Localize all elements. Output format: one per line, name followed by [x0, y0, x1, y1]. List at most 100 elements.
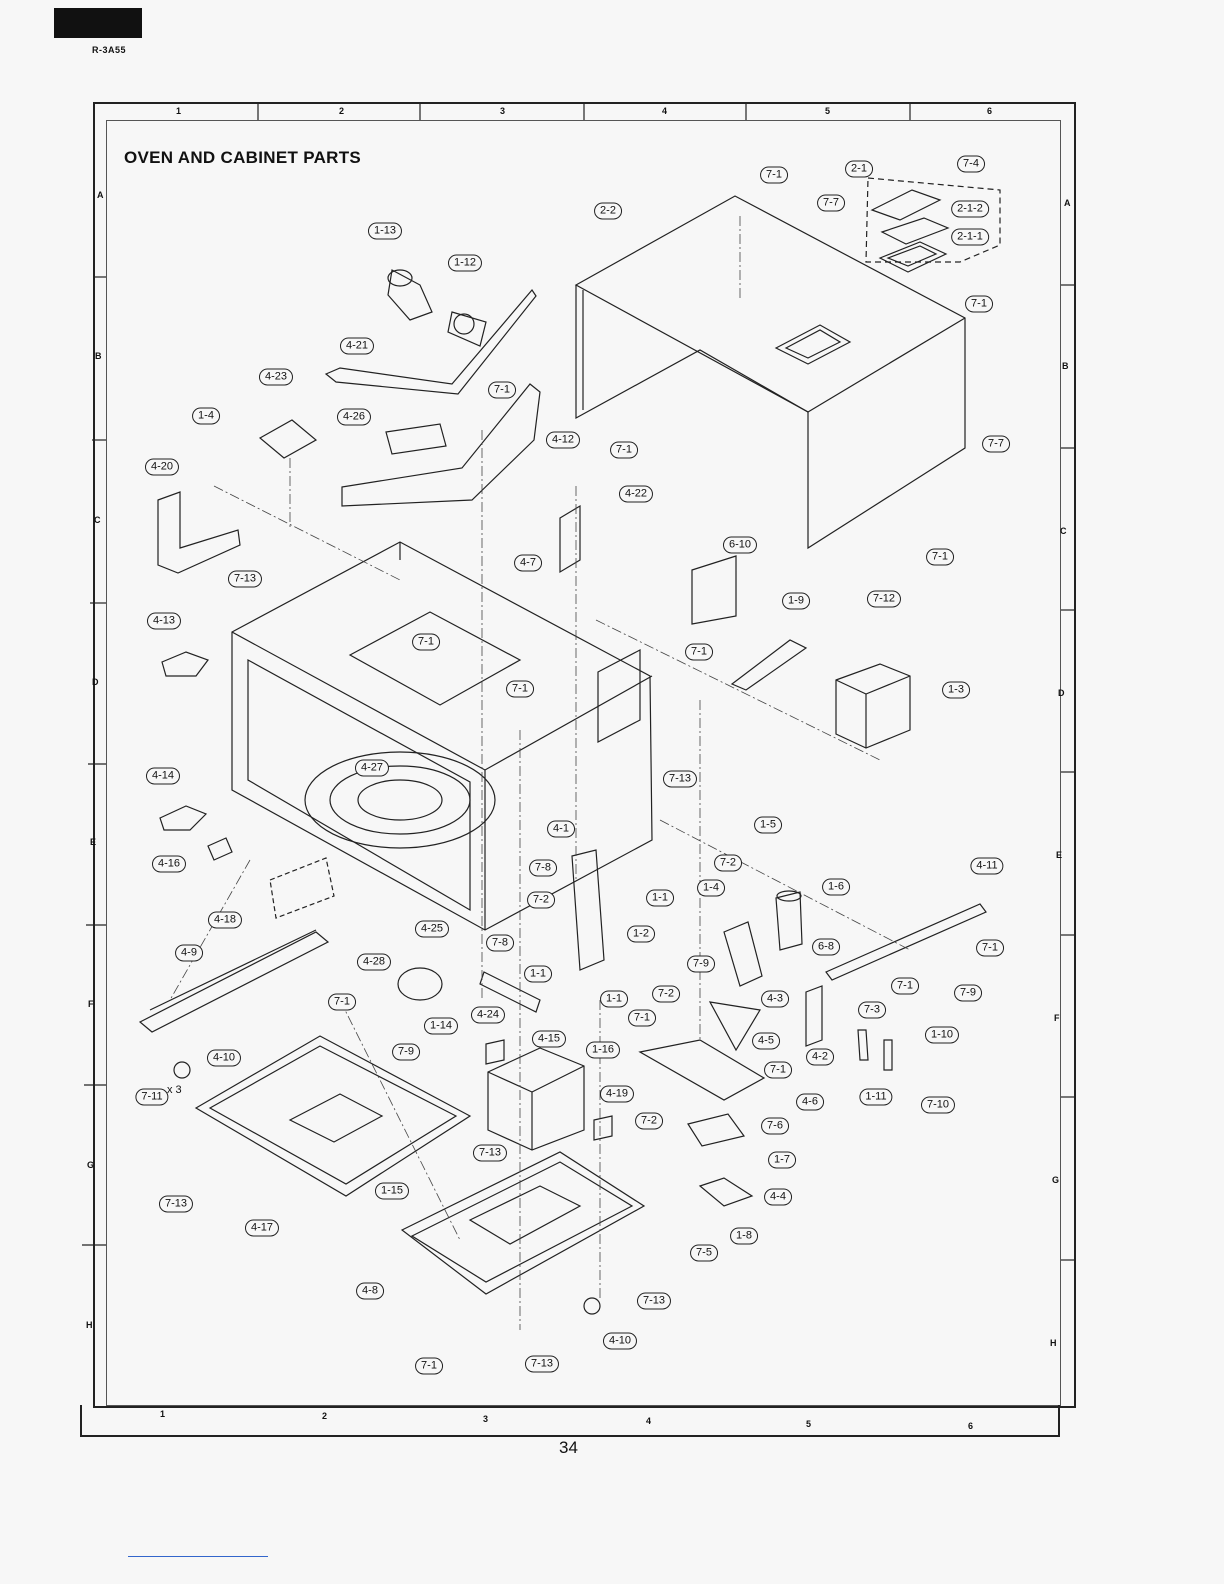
callout-1-10: 1-10 — [924, 1026, 960, 1044]
callout-7-2: 7-2 — [652, 985, 680, 1003]
footer-link-underline — [128, 1556, 268, 1557]
callout-4-22: 4-22 — [618, 485, 654, 503]
callout-2-1-1: 2-1-1 — [951, 228, 989, 246]
callout-1-15: 1-15 — [374, 1182, 410, 1200]
callout-4-10: 4-10 — [602, 1332, 638, 1350]
callout-4-21: 4-21 — [339, 337, 375, 355]
drawing-frame — [93, 102, 1076, 1408]
page-tab-marker — [54, 8, 142, 38]
callout-2-2: 2-2 — [594, 202, 622, 220]
grid-col-top-2: 2 — [339, 106, 345, 116]
callout-1-1: 1-1 — [600, 990, 628, 1008]
callout-7-8: 7-8 — [529, 859, 557, 877]
callout-7-8: 7-8 — [486, 934, 514, 952]
grid-row-left-f: F — [88, 999, 94, 1009]
callout-4-8: 4-8 — [356, 1282, 384, 1300]
callout-7-3: 7-3 — [858, 1001, 886, 1019]
grid-col-top-6: 6 — [987, 106, 993, 116]
grid-row-left-e: E — [90, 837, 97, 847]
callout-7-12: 7-12 — [866, 590, 902, 608]
callout-4-17: 4-17 — [244, 1219, 280, 1237]
callout-7-13: 7-13 — [662, 770, 698, 788]
callout-7-5: 7-5 — [690, 1244, 718, 1262]
grid-col-bottom-2: 2 — [322, 1411, 328, 1421]
grid-row-left-a: A — [97, 190, 104, 200]
grid-col-bottom-6: 6 — [968, 1421, 974, 1431]
callout-4-3: 4-3 — [761, 990, 789, 1008]
callout-4-26: 4-26 — [336, 408, 372, 426]
callout-1-1: 1-1 — [646, 889, 674, 907]
callout-1-5: 1-5 — [754, 816, 782, 834]
drawing-lower-frame — [80, 1405, 1060, 1437]
grid-row-left-c: C — [94, 515, 101, 525]
callout-7-1: 7-1 — [610, 441, 638, 459]
model-number: R-3A55 — [92, 45, 127, 55]
grid-row-right-e: E — [1056, 850, 1063, 860]
callout-7-1: 7-1 — [760, 166, 788, 184]
diagram-title: OVEN AND CABINET PARTS — [124, 148, 362, 167]
callout-1-13: 1-13 — [367, 222, 403, 240]
callout-7-1: 7-1 — [764, 1061, 792, 1079]
grid-col-top-3: 3 — [500, 106, 506, 116]
callout-1-7: 1-7 — [768, 1151, 796, 1169]
grid-row-right-c: C — [1060, 526, 1067, 536]
callout-4-18: 4-18 — [207, 911, 243, 929]
callout-1-4: 1-4 — [697, 879, 725, 897]
grid-row-right-a: A — [1064, 198, 1071, 208]
callout-7-2: 7-2 — [635, 1112, 663, 1130]
callout-4-13: 4-13 — [146, 612, 182, 630]
callout-2-1: 2-1 — [845, 160, 873, 178]
grid-row-right-d: D — [1058, 688, 1065, 698]
callout-1-11: 1-11 — [859, 1088, 893, 1106]
callout-4-12: 4-12 — [545, 431, 581, 449]
callout-7-1: 7-1 — [412, 633, 440, 651]
callout-4-2: 4-2 — [806, 1048, 834, 1066]
callout-7-4: 7-4 — [957, 155, 985, 173]
callout-7-13: 7-13 — [636, 1292, 672, 1310]
quantity-note: x 3 — [167, 1084, 182, 1096]
callout-7-1: 7-1 — [506, 680, 534, 698]
grid-row-right-b: B — [1062, 361, 1069, 371]
callout-7-1: 7-1 — [628, 1009, 656, 1027]
grid-row-left-g: G — [87, 1160, 95, 1170]
callout-4-20: 4-20 — [144, 458, 180, 476]
grid-col-top-4: 4 — [662, 106, 668, 116]
callout-2-1-2: 2-1-2 — [951, 200, 989, 218]
callout-7-1: 7-1 — [976, 939, 1004, 957]
callout-1-9: 1-9 — [782, 592, 810, 610]
callout-4-4: 4-4 — [764, 1188, 792, 1206]
callout-7-11: 7-11 — [135, 1088, 169, 1106]
callout-4-10: 4-10 — [206, 1049, 242, 1067]
grid-col-bottom-3: 3 — [483, 1414, 489, 1424]
callout-7-10: 7-10 — [920, 1096, 956, 1114]
callout-7-7: 7-7 — [982, 435, 1010, 453]
callout-7-2: 7-2 — [527, 891, 555, 909]
callout-4-28: 4-28 — [356, 953, 392, 971]
callout-6-10: 6-10 — [722, 536, 758, 554]
callout-7-2: 7-2 — [714, 854, 742, 872]
callout-7-1: 7-1 — [488, 381, 516, 399]
callout-4-5: 4-5 — [752, 1032, 780, 1050]
callout-7-1: 7-1 — [926, 548, 954, 566]
callout-4-7: 4-7 — [514, 554, 542, 572]
grid-row-right-h: H — [1050, 1338, 1057, 1348]
grid-row-left-h: H — [86, 1320, 93, 1330]
callout-7-9: 7-9 — [687, 955, 715, 973]
callout-1-16: 1-16 — [585, 1041, 621, 1059]
callout-4-9: 4-9 — [175, 944, 203, 962]
callout-7-1: 7-1 — [891, 977, 919, 995]
page-number: 34 — [559, 1438, 578, 1457]
callout-4-19: 4-19 — [599, 1085, 635, 1103]
callout-7-13: 7-13 — [472, 1144, 508, 1162]
callout-7-13: 7-13 — [158, 1195, 194, 1213]
grid-col-top-1: 1 — [176, 106, 182, 116]
grid-col-top-5: 5 — [825, 106, 831, 116]
callout-4-25: 4-25 — [414, 920, 450, 938]
callout-4-6: 4-6 — [796, 1093, 824, 1111]
callout-7-1: 7-1 — [415, 1357, 443, 1375]
callout-7-9: 7-9 — [954, 984, 982, 1002]
callout-4-16: 4-16 — [151, 855, 187, 873]
callout-1-1: 1-1 — [524, 965, 552, 983]
grid-row-left-b: B — [95, 351, 102, 361]
